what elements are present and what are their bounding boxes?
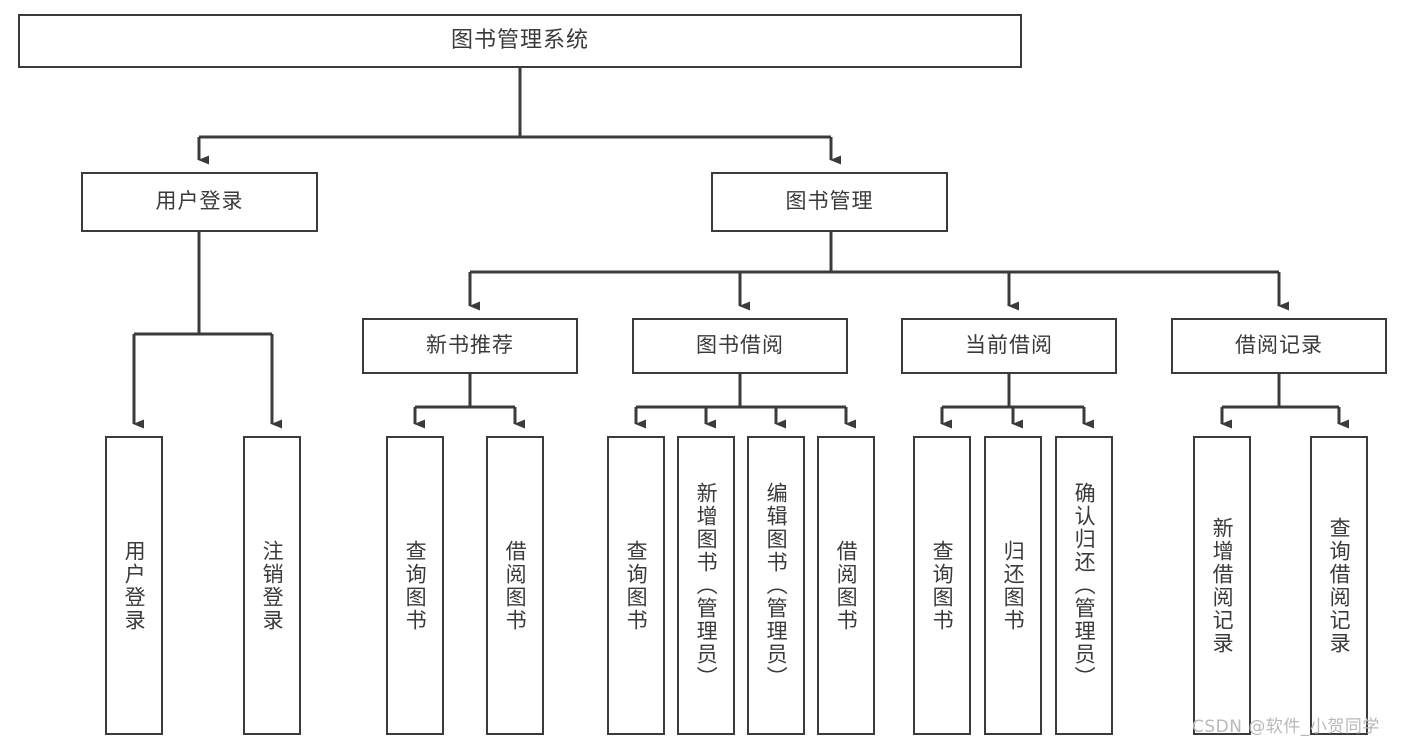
leaf-borrow-book-recommend[interactable]: 借阅图书 xyxy=(486,436,544,735)
leaf-search-borrow-record-label: 查询借阅记录 xyxy=(1327,516,1352,655)
leaf-search-book-borrow[interactable]: 查询图书 xyxy=(607,436,665,735)
node-book-borrow-label: 图书借阅 xyxy=(696,333,784,358)
node-book-borrow[interactable]: 图书借阅 xyxy=(632,318,848,374)
edge-group-book-borrow xyxy=(634,374,856,429)
edge-group-root xyxy=(197,68,841,165)
leaf-edit-book-admin-label: 编辑图书（管理员） xyxy=(764,482,789,689)
node-user-login[interactable]: 用户登录 xyxy=(81,172,318,232)
edge-group-new-book-recommend xyxy=(413,374,525,429)
leaf-search-book-current[interactable]: 查询图书 xyxy=(913,436,971,735)
leaf-search-book-current-label: 查询图书 xyxy=(930,539,955,632)
csdn-watermark: CSDN @软件_小贺同学 xyxy=(1192,717,1380,737)
leaf-confirm-return-admin-label: 确认归还（管理员） xyxy=(1072,482,1097,689)
leaf-add-book-admin[interactable]: 新增图书（管理员） xyxy=(677,436,735,735)
leaf-add-borrow-record-label: 新增借阅记录 xyxy=(1210,516,1235,655)
leaf-borrow-book[interactable]: 借阅图书 xyxy=(817,436,875,735)
edge-group-book-management xyxy=(468,232,1289,311)
leaf-add-book-admin-label: 新增图书（管理员） xyxy=(694,482,719,689)
edge-group-current-borrow xyxy=(940,374,1094,429)
node-current-borrow[interactable]: 当前借阅 xyxy=(901,318,1117,374)
leaf-user-logout-label: 注销登录 xyxy=(260,539,285,632)
leaf-search-book-borrow-label: 查询图书 xyxy=(624,539,649,632)
leaf-search-book-recommend-label: 查询图书 xyxy=(403,539,428,632)
node-root-label: 图书管理系统 xyxy=(450,27,589,53)
leaf-return-book[interactable]: 归还图书 xyxy=(984,436,1042,735)
edge-group-borrow-record xyxy=(1220,374,1349,429)
node-user-login-label: 用户登录 xyxy=(155,189,244,214)
edge-group-user-login xyxy=(132,232,282,429)
leaf-user-login[interactable]: 用户登录 xyxy=(105,436,163,735)
leaf-add-borrow-record[interactable]: 新增借阅记录 xyxy=(1193,436,1251,735)
node-new-book-recommend[interactable]: 新书推荐 xyxy=(362,318,578,374)
node-book-management-label: 图书管理 xyxy=(785,189,874,214)
node-borrow-record[interactable]: 借阅记录 xyxy=(1171,318,1387,374)
leaf-search-book-recommend[interactable]: 查询图书 xyxy=(386,436,444,735)
node-root[interactable]: 图书管理系统 xyxy=(18,14,1022,68)
leaf-edit-book-admin[interactable]: 编辑图书（管理员） xyxy=(747,436,805,735)
node-current-borrow-label: 当前借阅 xyxy=(965,333,1053,358)
leaf-search-borrow-record[interactable]: 查询借阅记录 xyxy=(1310,436,1368,735)
leaf-user-logout[interactable]: 注销登录 xyxy=(243,436,301,735)
node-new-book-recommend-label: 新书推荐 xyxy=(426,333,514,358)
leaf-confirm-return-admin[interactable]: 确认归还（管理员） xyxy=(1055,436,1113,735)
node-book-management[interactable]: 图书管理 xyxy=(711,172,948,232)
leaf-borrow-book-label: 借阅图书 xyxy=(834,539,859,632)
leaf-return-book-label: 归还图书 xyxy=(1001,539,1026,632)
leaf-borrow-book-recommend-label: 借阅图书 xyxy=(503,539,528,632)
node-borrow-record-label: 借阅记录 xyxy=(1235,333,1323,358)
leaf-user-login-label: 用户登录 xyxy=(122,539,147,632)
